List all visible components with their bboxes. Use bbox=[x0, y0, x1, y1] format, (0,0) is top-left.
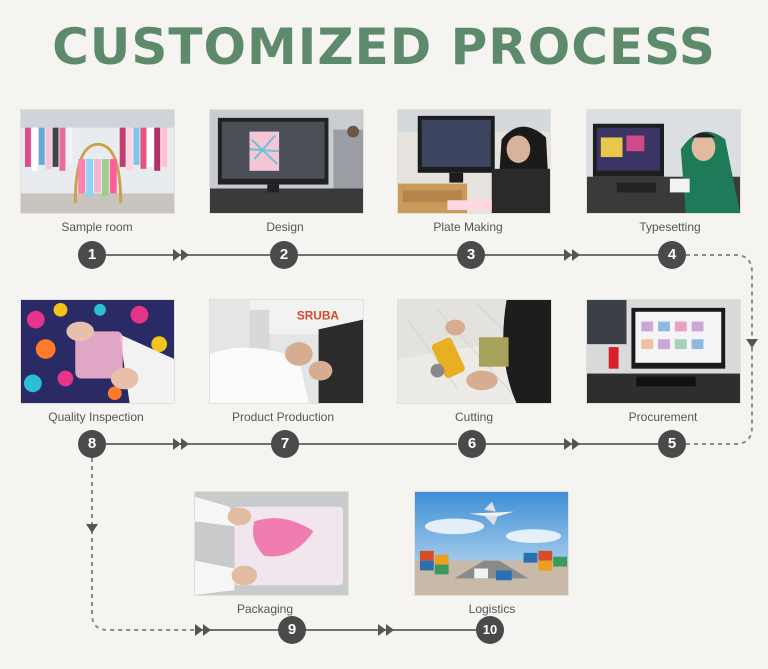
arrow-7-8 bbox=[173, 438, 181, 450]
procurement-photo bbox=[586, 299, 741, 404]
arrow-3-4 bbox=[564, 249, 572, 261]
arrow-8-9 bbox=[86, 524, 98, 533]
arrow-1-2 bbox=[173, 249, 181, 261]
connector-8-9 bbox=[91, 458, 200, 631]
arrow-5-6 bbox=[564, 438, 572, 450]
step-label-logistics: Logistics bbox=[468, 602, 516, 616]
step-label-packaging: Packaging bbox=[236, 602, 294, 616]
step-badge-7: 7 bbox=[271, 430, 299, 458]
typesetting-photo bbox=[586, 109, 741, 214]
svg-text:SRUBA: SRUBA bbox=[297, 309, 340, 323]
step-badge-10: 10 bbox=[476, 616, 504, 644]
logistics-photo bbox=[414, 491, 569, 596]
cutting-photo bbox=[397, 299, 552, 404]
step-badge-2: 2 bbox=[270, 241, 298, 269]
step-label-cutting: Cutting bbox=[454, 410, 494, 424]
sample-room-photo bbox=[20, 109, 175, 214]
step-badge-5: 5 bbox=[658, 430, 686, 458]
step-label-plate-making: Plate Making bbox=[433, 220, 503, 234]
step-badge-1: 1 bbox=[78, 241, 106, 269]
arrow-4-5 bbox=[746, 339, 758, 348]
quality-inspection-photo bbox=[20, 299, 175, 404]
step-label-quality-inspection: Quality Inspection bbox=[48, 410, 144, 424]
arrow-into-9 bbox=[195, 624, 203, 636]
step-badge-4: 4 bbox=[658, 241, 686, 269]
arrow-9-10 bbox=[378, 624, 386, 636]
step-badge-3: 3 bbox=[457, 241, 485, 269]
product-production-photo: SRUBA bbox=[209, 299, 364, 404]
step-label-sample-room: Sample room bbox=[61, 220, 133, 234]
step-badge-6: 6 bbox=[458, 430, 486, 458]
design-photo bbox=[209, 109, 364, 214]
plate-making-photo bbox=[397, 109, 551, 214]
page-title: CUSTOMIZED PROCESS bbox=[52, 18, 716, 76]
step-label-product-production: Product Production bbox=[231, 410, 335, 424]
connector-4-5 bbox=[686, 254, 753, 445]
step-badge-8: 8 bbox=[78, 430, 106, 458]
step-badge-9: 9 bbox=[278, 616, 306, 644]
step-label-typesetting: Typesetting bbox=[639, 220, 701, 234]
step-label-procurement: Procurement bbox=[628, 410, 698, 424]
step-label-design: Design bbox=[266, 220, 304, 234]
packaging-photo bbox=[194, 491, 349, 596]
